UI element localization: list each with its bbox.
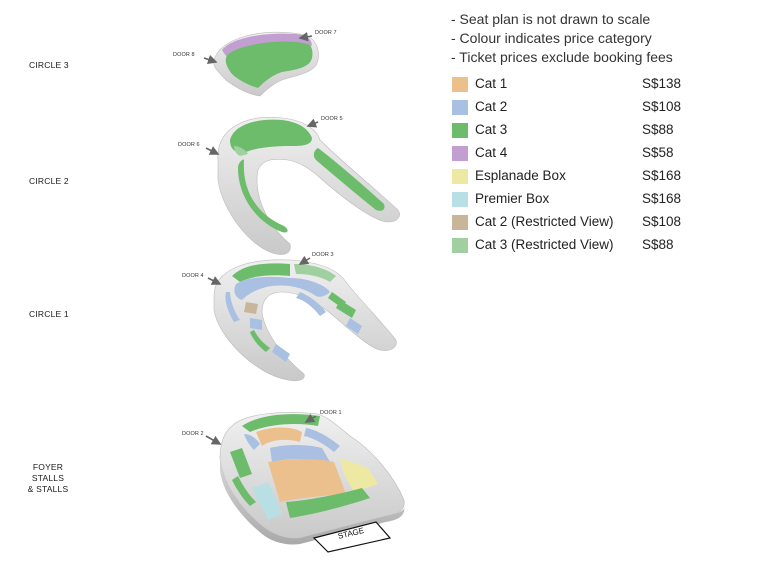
legend-swatch: [452, 169, 468, 184]
stalls-plan: [219, 412, 405, 545]
legend-label: Cat 2: [475, 99, 508, 114]
legend-price: S$58: [642, 145, 674, 160]
legend-price: S$108: [642, 214, 682, 229]
legend-swatch: [452, 192, 468, 207]
legend-label: Premier Box: [475, 191, 550, 206]
level-label-circle-1: CIRCLE 1: [29, 309, 69, 319]
door-label-2: DOOR 2: [182, 431, 204, 437]
legend-label: Cat 1: [475, 76, 508, 91]
legend-label: Cat 3 (Restricted View): [475, 237, 614, 252]
door-label-5: DOOR 5: [321, 116, 343, 122]
notes: - Seat plan is not drawn to scale - Colo…: [451, 10, 673, 67]
legend-price: S$168: [642, 191, 682, 206]
legend-label: Cat 3: [475, 122, 508, 137]
note-scale: - Seat plan is not drawn to scale: [451, 11, 651, 27]
legend-row-esplanade-box: Esplanade Box S$168: [452, 168, 702, 191]
legend-swatch: [452, 77, 468, 92]
stage-box: [312, 521, 392, 553]
legend-row-cat-3: Cat 3 S$88: [452, 122, 702, 145]
level-label-stalls-line-1: FOYER STALLS: [31, 462, 65, 483]
legend-price: S$168: [642, 168, 682, 183]
legend-price: S$88: [642, 237, 674, 252]
door-label-8: DOOR 8: [173, 52, 195, 58]
door-label-4: DOOR 4: [182, 273, 204, 279]
legend-row-cat-4: Cat 4 S$58: [452, 145, 702, 168]
level-label-circle-2: CIRCLE 2: [29, 176, 69, 186]
circle-3-plan: [213, 31, 319, 97]
legend-label: Cat 2 (Restricted View): [475, 214, 614, 229]
door-label-3: DOOR 3: [312, 252, 334, 258]
legend-swatch: [452, 238, 468, 253]
legend-price: S$138: [642, 76, 682, 91]
door-arrows: [203, 31, 319, 445]
legend-price: S$108: [642, 99, 682, 114]
legend-row-cat-1: Cat 1 S$138: [452, 76, 702, 99]
door-label-6: DOOR 6: [178, 142, 200, 148]
price-legend: Cat 1 S$138 Cat 2 S$108 Cat 3 S$88 Cat 4…: [452, 76, 702, 260]
legend-row-cat-2: Cat 2 S$108: [452, 99, 702, 122]
note-fees: - Ticket prices exclude booking fees: [451, 49, 673, 65]
level-label-stalls-line-2: & STALLS: [27, 484, 69, 494]
legend-row-cat-2-restricted: Cat 2 (Restricted View) S$108: [452, 214, 702, 237]
legend-swatch: [452, 215, 468, 230]
legend-row-premier-box: Premier Box S$168: [452, 191, 702, 214]
legend-swatch: [452, 146, 468, 161]
circle-2-plan: [217, 117, 400, 255]
legend-swatch: [452, 100, 468, 115]
legend-label: Esplanade Box: [475, 168, 566, 183]
legend-label: Cat 4: [475, 145, 508, 160]
circle-1-plan: [213, 259, 397, 382]
door-label-7: DOOR 7: [315, 30, 337, 36]
legend-row-cat-3-restricted: Cat 3 (Restricted View) S$88: [452, 237, 702, 260]
level-label-stalls: FOYER STALLS & STALLS: [16, 462, 80, 495]
level-label-circle-3: CIRCLE 3: [29, 60, 69, 70]
door-label-1: DOOR 1: [320, 410, 342, 416]
note-colour: - Colour indicates price category: [451, 30, 652, 46]
legend-swatch: [452, 123, 468, 138]
legend-price: S$88: [642, 122, 674, 137]
